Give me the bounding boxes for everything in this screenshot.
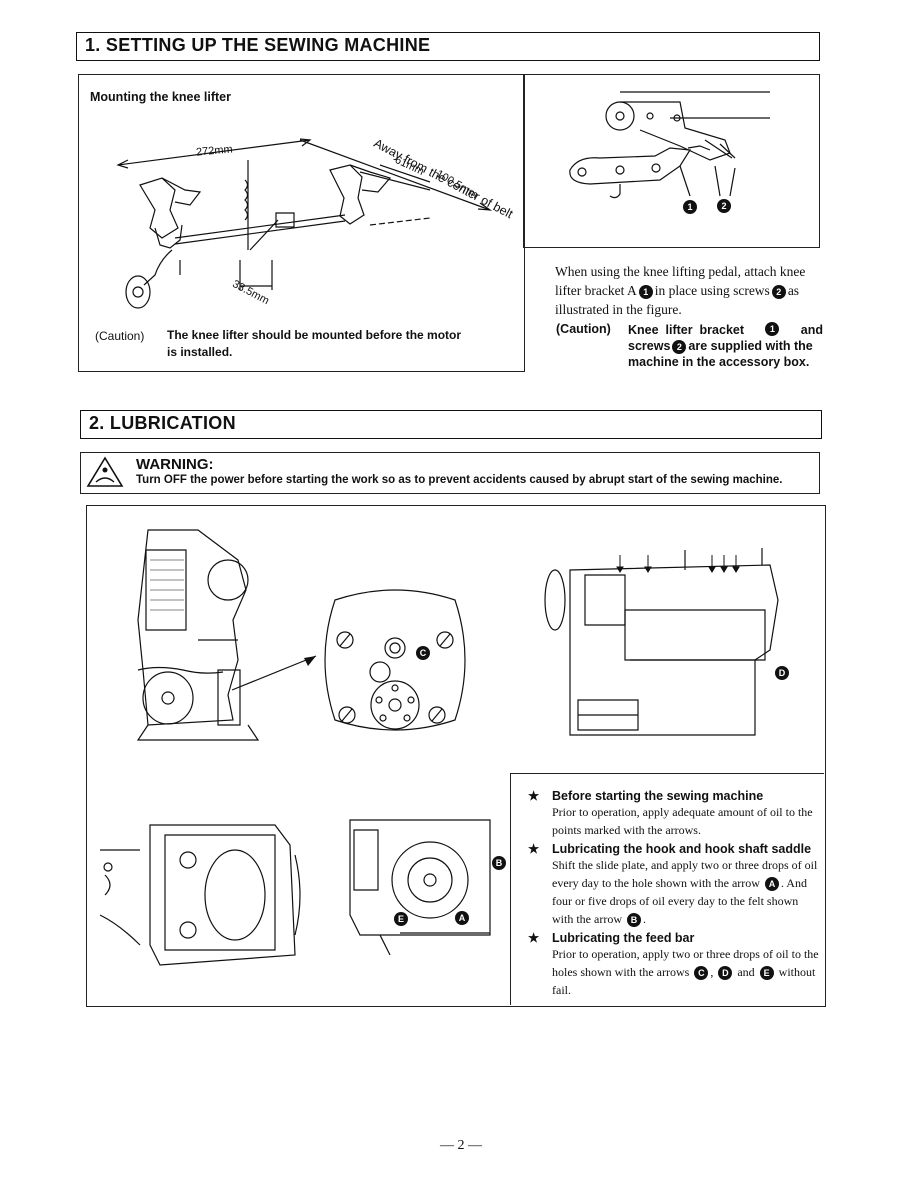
lube-item-1-line-1: Prior to operation, apply adequate amoun… (552, 805, 813, 819)
caution-marker-1: 1 (765, 322, 780, 336)
lube-item-3-line-2b: without fail. (552, 965, 816, 997)
lubrication-figure-box (86, 505, 826, 1007)
lube-item-2-line-4: with the arrow B. (552, 910, 824, 928)
marker-c-hook: C (416, 646, 430, 660)
caution-right-2a: screws (628, 339, 671, 353)
knee-lifter-illustration (100, 110, 520, 310)
lube-item-3-comma: , (710, 965, 714, 979)
lube-item-feed-bar: ★ Lubricating the feed bar Prior to opera… (528, 930, 824, 999)
knee-lifter-bracket-illustration (560, 88, 800, 228)
bracket-para-2a: lifter bracket A (555, 283, 637, 298)
bracket-marker-2: 2 (717, 199, 731, 213)
lube-item-1-line-2: points marked with the arrows. (552, 823, 701, 837)
marker-b: B (492, 856, 506, 870)
lubrication-instructions: ★ Before starting the sewing machine Prio… (528, 788, 824, 999)
caution-right-2b: are supplied with the (688, 339, 813, 353)
lubrication-text-divider-h (510, 773, 824, 774)
machine-front-view (540, 540, 790, 755)
lube-item-3-heading: Lubricating the feed bar (552, 931, 695, 945)
lube-item-2-heading-row: ★ Lubricating the hook and hook shaft sad… (528, 841, 824, 856)
marker-a: A (455, 911, 469, 925)
lube-item-3-line-2: holes shown with the arrows C, D and E w… (552, 963, 824, 999)
inline-marker-c: C (694, 966, 709, 981)
caution-right-1a: Knee lifter bracket (628, 323, 745, 337)
section-2-header: 2. LUBRICATION (80, 410, 822, 439)
lube-item-3-and: and (737, 965, 755, 979)
machine-side-view (128, 520, 268, 750)
caution-label-left: (Caution) (95, 329, 145, 343)
inline-marker-e: E (759, 966, 774, 981)
section-1-title: 1. SETTING UP THE SEWING MACHINE (85, 35, 431, 55)
bracket-marker-1: 1 (683, 200, 697, 214)
machine-bottom-view (100, 815, 300, 975)
warning-title: WARNING: (136, 456, 214, 473)
lube-item-1-body: Prior to operation, apply adequate amoun… (528, 803, 824, 839)
lubrication-text-divider-v (510, 773, 511, 1005)
knee-lifter-figure-box (78, 74, 525, 372)
lube-item-1-heading: Before starting the sewing machine (552, 789, 764, 803)
pointer-arrow (230, 650, 320, 700)
lube-item-2-body: Shift the slide plate, and apply two or … (528, 856, 824, 928)
lube-item-2-line-2a: every day to the hole shown with the arr… (552, 876, 760, 890)
star-icon: ★ (528, 931, 540, 945)
mounting-heading: Mounting the knee lifter (90, 90, 231, 104)
caution-text-left-1: The knee lifter should be mounted before… (167, 328, 462, 342)
star-icon: ★ (528, 842, 540, 856)
inline-marker-d: D (718, 966, 733, 981)
hook-bed-view (340, 815, 500, 965)
lube-item-3-line-1: Prior to operation, apply two or three d… (552, 947, 819, 961)
page-number: — 2 — (440, 1138, 482, 1153)
caution-marker-2: 2 (672, 339, 687, 354)
lube-item-hook: ★ Lubricating the hook and hook shaft sad… (528, 841, 824, 928)
bracket-para-2b: in place using screws (654, 283, 770, 298)
bracket-para-2c: as (787, 283, 800, 298)
section-1-header: 1. SETTING UP THE SEWING MACHINE (76, 32, 820, 61)
caution-right-line-3: machine in the accessory box. (628, 355, 810, 369)
inline-marker-2: 2 (771, 284, 786, 299)
marker-e: E (394, 912, 408, 926)
lube-item-2-line-4a: with the arrow (552, 912, 622, 926)
lube-item-3-line-2a: holes shown with the arrows (552, 965, 690, 979)
lube-item-2-heading: Lubricating the hook and hook shaft sadd… (552, 842, 812, 856)
star-icon: ★ (528, 789, 540, 803)
lube-item-3-body: Prior to operation, apply two or three d… (528, 945, 824, 999)
bracket-figure-box (523, 74, 820, 248)
caution-label-right: (Caution) (556, 322, 611, 336)
caution-text-left-2: is installed. (167, 345, 233, 359)
lube-item-3-heading-row: ★ Lubricating the feed bar (528, 930, 824, 945)
lube-item-before-start: ★ Before starting the sewing machine Prio… (528, 788, 824, 839)
bracket-paragraph: When using the knee lifting pedal, attac… (555, 262, 823, 319)
warning-box (80, 452, 820, 494)
inline-marker-a: A (764, 877, 779, 892)
bracket-para-line-3: illustrated in the figure. (555, 302, 682, 317)
lube-item-2-line-2b: . And (780, 876, 807, 890)
lube-item-2-line-4b: . (642, 912, 646, 926)
inline-marker-b: B (626, 913, 641, 928)
warning-icon (86, 456, 124, 488)
warning-text: Turn OFF the power before starting the w… (136, 474, 783, 486)
section-2-title: 2. LUBRICATION (89, 413, 236, 433)
inline-marker-1: 1 (638, 284, 653, 299)
caution-right-1b: and (800, 323, 823, 337)
hook-detail-view (315, 580, 475, 740)
lube-item-1-heading-row: ★ Before starting the sewing machine (528, 788, 824, 803)
lube-item-2-line-3: four or five drops of oil every day to t… (552, 894, 799, 908)
bracket-para-line-1: When using the knee lifting pedal, attac… (555, 264, 806, 279)
lube-item-2-line-2: every day to the hole shown with the arr… (552, 874, 824, 892)
lube-item-2-line-1: Shift the slide plate, and apply two or … (552, 858, 818, 872)
marker-d: D (775, 666, 789, 680)
caution-right-line-1: Knee lifter bracket 1 and (628, 322, 823, 338)
